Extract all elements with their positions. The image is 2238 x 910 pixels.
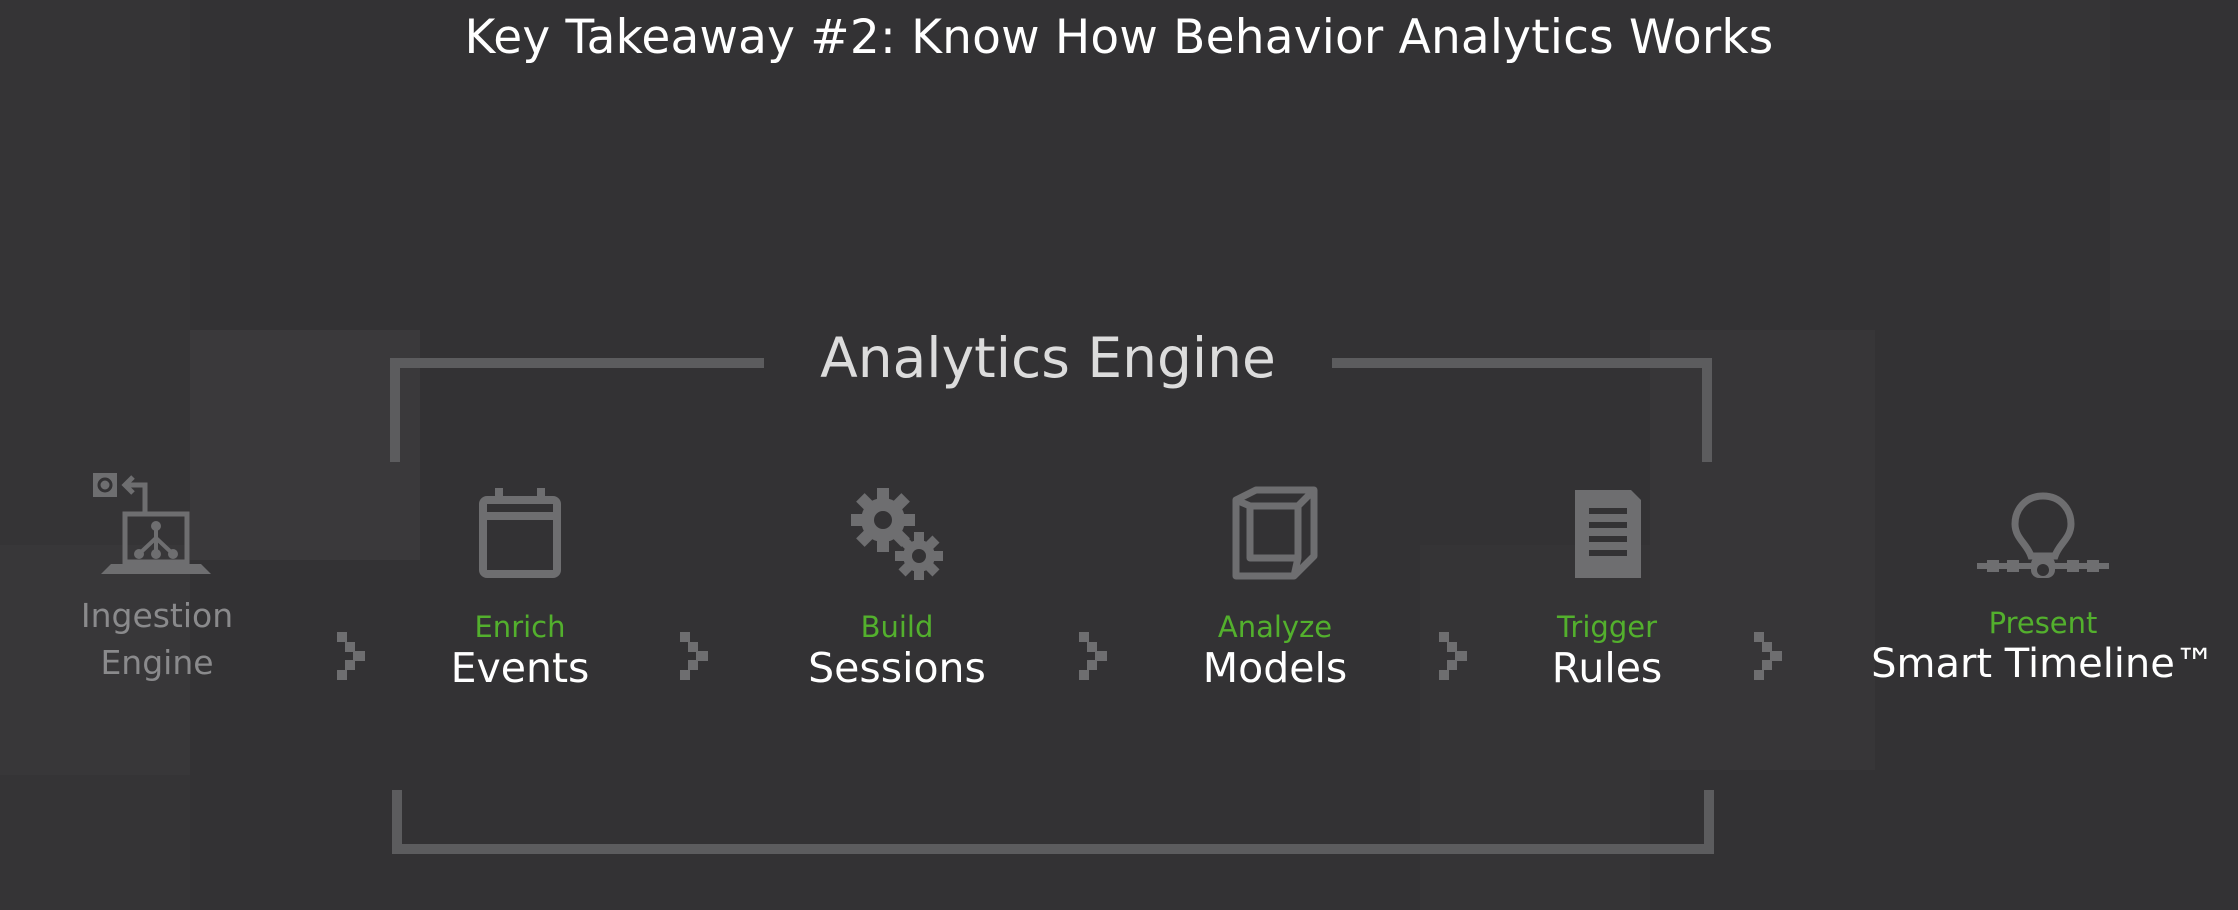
chevron-right-icon [1439,632,1467,680]
chevron-right-icon [337,632,365,680]
stage-build-sessions: Build Sessions [772,486,1022,692]
stage-noun: Events [450,644,590,692]
background-tile [1650,330,1875,770]
background-tile [1650,0,2110,100]
background-tile [2110,100,2238,330]
ingestion-engine-stage: Ingestion Engine [57,470,257,686]
stage-verb: Present [1988,606,2098,640]
stage-verb: Build [860,610,934,644]
stage-noun: Models [1202,644,1348,692]
stage-noun: Sessions [808,644,986,692]
analytics-engine-title: Analytics Engine [820,326,1276,390]
lightbulb-timeline-icon [1977,492,2109,578]
analytics-engine-bracket-bottom [392,790,1714,854]
stage-noun: Rules [1551,644,1663,692]
stage-analyze-models: Analyze Models [1150,486,1400,692]
ingestion-label-line1: Ingestion [80,596,234,635]
chevron-right-icon [1079,632,1107,680]
stage-enrich-events: Enrich Events [420,486,620,692]
ingestion-label-line2: Engine [100,643,214,682]
background-tile [190,330,420,560]
stage-trigger-rules: Trigger Rules [1507,486,1707,692]
stage-verb: Trigger [1556,610,1657,644]
stage-verb: Enrich [474,610,566,644]
stage-verb: Analyze [1217,610,1333,644]
chevron-right-icon [680,632,708,680]
slide-title: Key Takeaway #2: Know How Behavior Analy… [464,10,1774,65]
background-tile [0,545,190,775]
stage-noun: Smart Timeline™ [1871,641,2215,687]
laptop-network-icon [93,473,211,574]
analytics-engine-bracket-top-left [390,358,764,462]
cube-icon [1232,486,1318,580]
analytics-engine-bracket-top-right [1332,358,1712,462]
document-icon [1575,490,1641,578]
chevron-right-icon [1754,632,1782,680]
gears-icon [851,488,943,580]
calendar-icon [479,488,561,578]
stage-present-smart-timeline: Present Smart Timeline™ [1862,490,2224,688]
